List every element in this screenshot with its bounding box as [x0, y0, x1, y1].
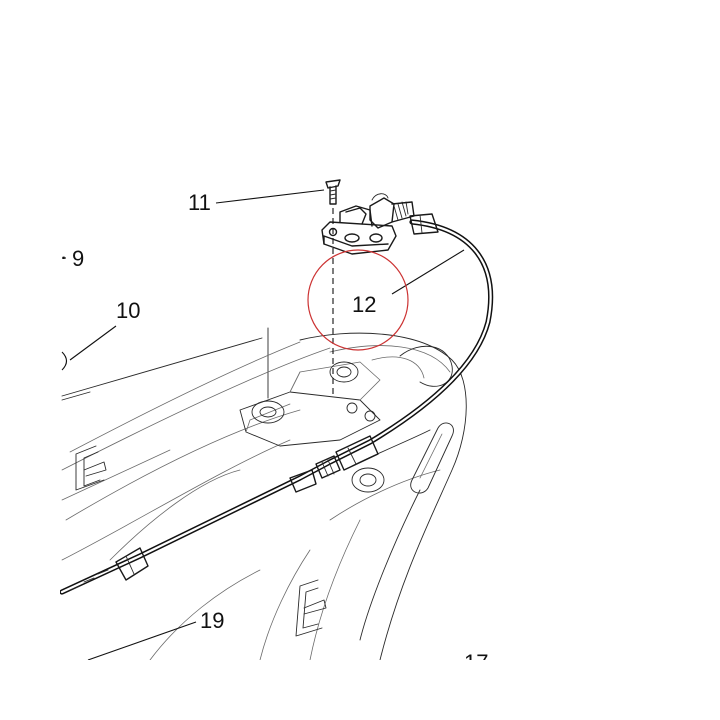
brake-cable [59, 213, 494, 595]
callout-12: 12 [352, 292, 376, 317]
screw [325, 179, 341, 398]
callout-19: 19 [200, 608, 224, 633]
callout-11: 11 [188, 190, 211, 215]
callout-10: 10 [116, 298, 140, 323]
crop-mask-bottom [0, 660, 720, 720]
cropped-callout-clip: 17 [464, 650, 488, 675]
frame-outline [61, 327, 467, 661]
stamp-marks [75, 445, 327, 637]
callout-9-dash: · [60, 244, 67, 269]
mounting-holes [251, 361, 454, 494]
leader-lines [61, 189, 465, 661]
callout-9: 9 [72, 246, 84, 271]
crop-mask-left [0, 0, 60, 720]
callout-17: 17 [464, 650, 488, 675]
highlight-circle [307, 249, 409, 351]
